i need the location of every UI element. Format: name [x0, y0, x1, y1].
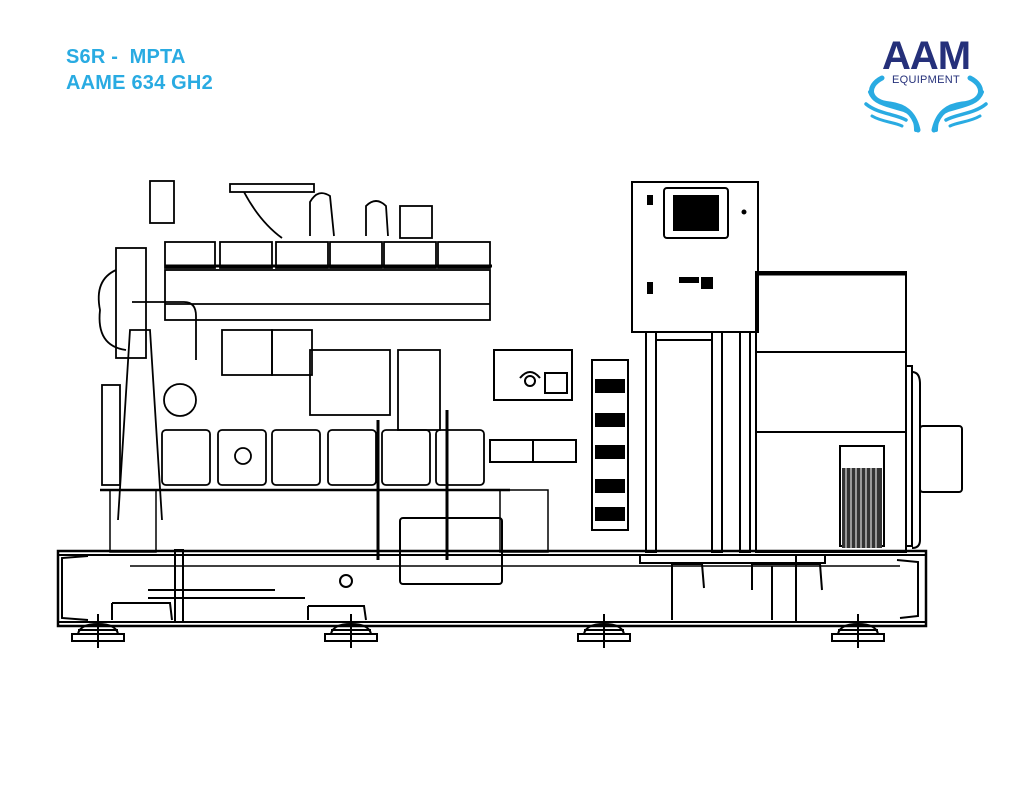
alternator: [755, 271, 963, 553]
model-title-line1: S6R - MPTA: [66, 46, 186, 68]
anti-vibration-mounts: [71, 614, 885, 648]
logo-brand-text: AAM: [881, 34, 971, 78]
logo-subtitle-text: EQUIPMENT: [891, 74, 961, 86]
model-title: S6R - MPTA AAME 634 GH2: [66, 44, 213, 96]
control-panel: [631, 181, 759, 553]
base-frame: [56, 489, 928, 628]
engine-block: [97, 180, 510, 560]
cylinder-heads: [164, 241, 492, 269]
coupling-section: [591, 359, 629, 531]
model-title-line2: AAME 634 GH2: [66, 72, 213, 94]
brand-logo: AAM EQUIPMENT: [860, 34, 992, 138]
control-box: [489, 349, 577, 463]
wings-wave-icon: [864, 75, 988, 133]
